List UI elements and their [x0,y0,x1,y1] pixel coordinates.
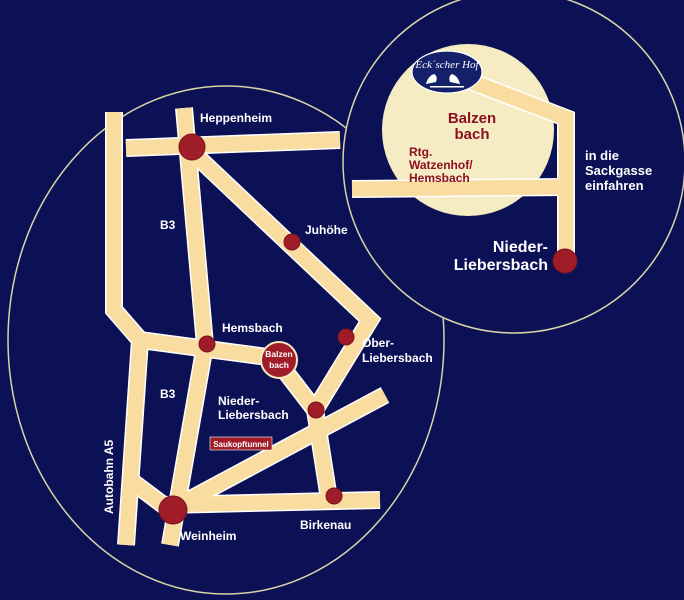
label-ober-line1: Ober- [362,336,394,350]
label-juhoehe: Juhöhe [305,223,348,237]
inset-instr-line3: einfahren [585,178,644,193]
horse-head-icon [426,74,460,84]
inset-dir-line1: Rtg. [409,145,432,159]
label-weinheim: Weinheim [180,529,236,543]
label-heppenheim: Heppenheim [200,111,272,125]
label-hemsbach: Hemsbach [222,321,283,335]
town-dot-ober-liebersbach [337,328,355,346]
label-nieder-line1: Nieder- [218,394,259,408]
inset-roads-fill [351,70,574,262]
label-b3-south: B3 [160,387,176,401]
inset-dir-line3: Hemsbach [409,171,470,185]
town-dot-juhoehe [283,233,301,251]
label-ober-line2: Liebersbach [362,351,433,365]
inset-nieder-line1: Nieder- [493,239,548,256]
inset-dot-nieder-liebersbach [552,248,578,274]
svg-text:Balzen: Balzen [265,349,292,359]
inset-instr-line2: Sackgasse [585,163,652,178]
inset-dir-line2: Watzenhof/ [409,158,473,172]
overview-oval [7,85,445,595]
label-birkenau: Birkenau [300,518,351,532]
logo: Eck´scher Hof [411,50,483,94]
inset-map: Eck´scher Hof Balzen bach Rtg. Watzenhof… [342,0,684,334]
label-b3-north: B3 [160,218,176,232]
map-labels: Heppenheim B3 Juhöhe Hemsbach Ober- Lieb… [102,111,433,543]
town-dot-weinheim [158,495,188,525]
svg-text:bach: bach [269,360,289,370]
town-dot-birkenau [325,487,343,505]
town-dot-hemsbach [198,335,216,353]
logo-text: Eck´scher Hof [414,59,480,71]
label-autobahn: Autobahn A5 [102,439,116,514]
town-dot-heppenheim [178,133,206,161]
inset-dest-line1: Balzen [448,110,496,127]
tunnel-label: Saukopftunnel [209,436,273,451]
label-nieder-line2: Liebersbach [218,408,289,422]
inset-instr-line1: in die [585,148,619,163]
destination-badge: Balzen bach [260,341,298,379]
inset-dest-line2: bach [454,126,489,143]
inset-nieder-line2: Liebersbach [454,257,548,274]
town-dot-nieder-liebersbach [307,401,325,419]
svg-text:Saukopftunnel: Saukopftunnel [213,440,269,449]
town-dots [158,133,355,525]
